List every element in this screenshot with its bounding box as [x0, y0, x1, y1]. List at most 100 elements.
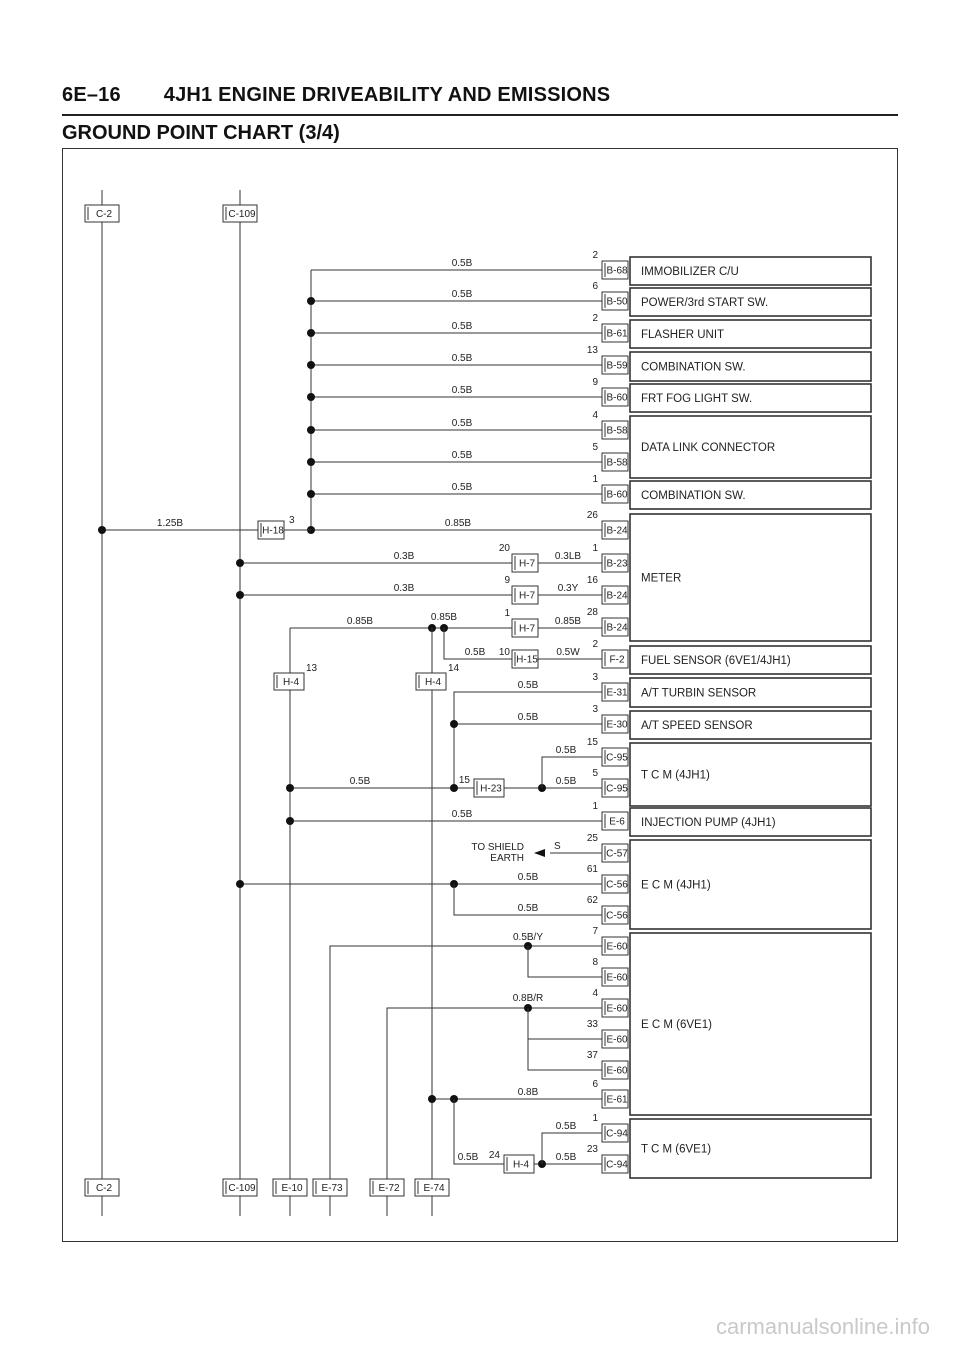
component-label-11: T C M (4JH1): [641, 770, 710, 782]
wire2-label-10: 0.3Y: [558, 583, 579, 594]
pin-number-24: 33: [587, 1019, 599, 1030]
header-rule: [62, 114, 898, 116]
pin-number-11: 28: [587, 607, 599, 618]
wire-label-3: 0.5B: [452, 353, 473, 364]
wire-label-20: 0.5B: [518, 903, 539, 914]
ground-point-top-1-box: [222, 204, 258, 223]
connector-4: B-60: [606, 393, 628, 404]
connector-14: E-30: [606, 720, 628, 731]
connector-1-box: [601, 291, 629, 311]
pin-number-16: 5: [592, 768, 598, 779]
connector-23-box: [601, 998, 629, 1018]
component-label-7: METER: [641, 573, 681, 585]
component-box-10: [629, 710, 872, 740]
junction-dot: [307, 297, 315, 305]
inline-connector-11: H-7: [519, 624, 536, 635]
pin-number-20: 62: [587, 895, 599, 906]
wire-label-feed-c2: 1.25B: [157, 518, 183, 529]
connector-1: B-50: [606, 297, 628, 308]
page-header: 6E–16 4JH1 ENGINE DRIVEABILITY AND EMISS…: [62, 84, 610, 107]
junction-dot: [286, 784, 294, 792]
splice-h23: H-23: [480, 784, 502, 795]
connector-13: E-31: [606, 688, 628, 699]
junction-dot: [286, 817, 294, 825]
connector-19-box: [601, 874, 629, 894]
connector-6: B-58: [606, 458, 628, 469]
inline-connector-9-box: [511, 553, 539, 573]
wire2-label-9: 0.3LB: [555, 551, 581, 562]
pin-number-9: 1: [592, 543, 598, 554]
connector-3-box: [601, 355, 629, 375]
splice-h4b-pin: 14: [448, 663, 460, 674]
splice-h4c: H-4: [513, 1160, 530, 1171]
junction-dot: [307, 458, 315, 466]
connector-17-box: [601, 811, 629, 831]
pin-number-4: 9: [592, 377, 598, 388]
wire-label-h4a: 0.85B: [347, 616, 373, 627]
wire-label-e60a: 0.5B/Y: [513, 932, 543, 943]
splice-h4c-box: [503, 1154, 535, 1174]
connector-18-box: [601, 843, 629, 863]
connector-8-box: [601, 520, 629, 540]
junction-dot: [98, 526, 106, 534]
pin-number-1: 6: [592, 281, 598, 292]
connector-19: C-56: [606, 880, 628, 891]
ground-point-top-0: C-2: [96, 209, 113, 220]
connector-28: C-94: [606, 1160, 628, 1171]
component-box-1: [629, 287, 872, 317]
ground-point-bottom-0-box: [84, 1178, 120, 1197]
splice-h23-box: [473, 778, 505, 798]
inline-pin-10: 9: [504, 575, 510, 586]
component-box-3: [629, 351, 872, 382]
wire-label-e61: 0.8B: [518, 1087, 539, 1098]
wire-label-9: 0.3B: [394, 551, 415, 562]
splice-h4b: H-4: [425, 677, 442, 688]
junction-dot: [307, 426, 315, 434]
wire-label-10: 0.3B: [394, 583, 415, 594]
connector-9: B-23: [606, 559, 628, 570]
wire-row-27: [541, 1132, 602, 1164]
connector-22-box: [601, 967, 629, 987]
connector-11-box: [601, 617, 629, 637]
splice-h4a-box: [273, 672, 305, 691]
wire-label-h4c-dn: 0.5B: [556, 1152, 577, 1163]
pin-number-2: 2: [592, 313, 598, 324]
connector-20: C-56: [606, 911, 628, 922]
connector-2: B-61: [606, 329, 628, 340]
connector-9-box: [601, 553, 629, 573]
connector-27: C-94: [606, 1129, 628, 1140]
connector-5-box: [601, 420, 629, 440]
component-box-7: [629, 513, 872, 642]
connector-25: E-60: [606, 1066, 628, 1077]
inline-connector-9: H-7: [519, 559, 536, 570]
pin-number-22: 8: [592, 957, 598, 968]
pin-number-25: 37: [587, 1050, 599, 1061]
component-label-5: DATA LINK CONNECTOR: [641, 442, 775, 454]
connector-7: B-60: [606, 490, 628, 501]
junction-dot: [236, 591, 244, 599]
ground-point-bottom-1: C-109: [228, 1183, 256, 1194]
ground-point-bottom-2: E-10: [281, 1183, 303, 1194]
connector-13-box: [601, 682, 629, 702]
pin-number-26: 6: [592, 1079, 598, 1090]
connector-8: B-24: [606, 526, 628, 537]
pin-number-19: 61: [587, 864, 599, 875]
ground-point-bottom-2-box: [272, 1178, 308, 1197]
splice-h23-pin: 15: [459, 775, 471, 786]
pin-number-14: 3: [592, 704, 598, 715]
splice-h18-box: [257, 520, 285, 540]
component-box-4: [629, 383, 872, 413]
pin-number-27: 1: [592, 1113, 598, 1124]
component-box-5: [629, 415, 872, 479]
inline-connector-10-box: [511, 585, 539, 605]
ground-point-bottom-5-box: [414, 1178, 450, 1197]
wire-label-h23-in: 0.5B: [350, 776, 371, 787]
wire-row-20: [453, 884, 602, 916]
inline-connector-11-box: [511, 618, 539, 638]
splice-h18-pin: 3: [289, 515, 295, 526]
inline-pin-12: 10: [499, 647, 511, 658]
pin-number-15: 15: [587, 737, 599, 748]
wire-label-4: 0.5B: [452, 385, 473, 396]
component-label-10: A/T SPEED SENSOR: [641, 720, 753, 732]
